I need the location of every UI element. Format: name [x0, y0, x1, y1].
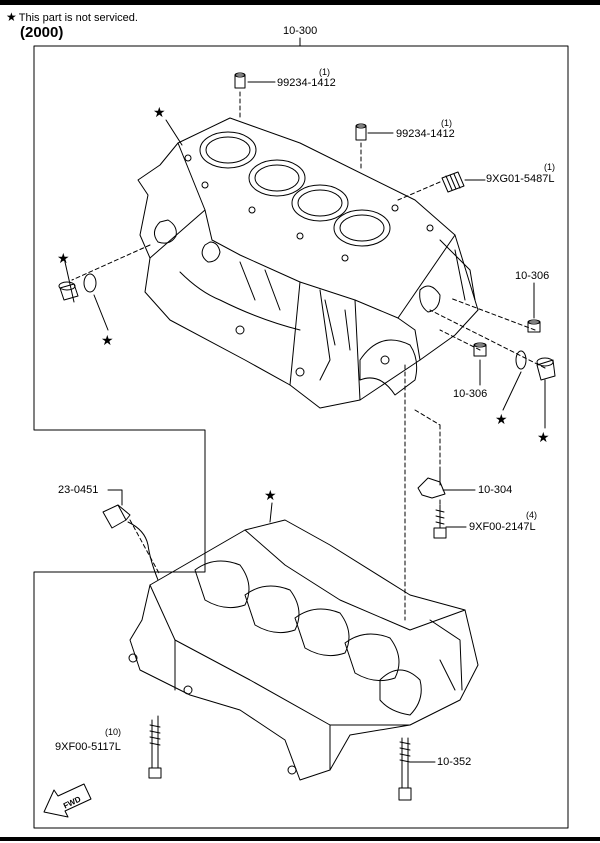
- label-nozzle: 10-304: [478, 484, 513, 496]
- note-text: This part is not serviced.: [18, 12, 138, 24]
- dowel-pin-lower: [355, 123, 367, 141]
- label-pin-lower: 99234-1412: [396, 128, 455, 140]
- dowel-pin-upper: [234, 72, 246, 89]
- diagram-code: (2000): [20, 24, 64, 41]
- qty-nozzle-bolt: (4): [526, 510, 537, 520]
- qty-plug: (1): [544, 162, 555, 172]
- qty-main-bolt: (10): [105, 727, 122, 737]
- bottom-rule: [0, 837, 600, 841]
- nozzle-bolt: [433, 504, 447, 539]
- plug-left: [58, 281, 79, 301]
- cylinder-block-lower: [128, 519, 479, 781]
- threaded-plug: [441, 171, 465, 193]
- plug-right: [536, 357, 556, 381]
- dowel-center-part: [473, 342, 487, 357]
- label-plug: 9XG01-5487L: [486, 173, 555, 185]
- label-nozzle-bolt: 9XF00-2147L: [469, 521, 536, 533]
- label-pin-upper: 99234-1412: [277, 77, 336, 89]
- cylinder-block-upper: [137, 117, 479, 409]
- star-icon: ★: [495, 412, 508, 428]
- star-icon: ★: [537, 430, 550, 446]
- qty-pin-lower: (1): [441, 118, 452, 128]
- star-icon: ★: [57, 251, 70, 267]
- top-rule: [0, 0, 600, 5]
- label-dowel-center: 10-306: [453, 388, 488, 400]
- star-icon: ★: [101, 333, 114, 349]
- crank-position-sensor: [102, 504, 159, 581]
- label-dowel-right: 10-306: [515, 270, 550, 282]
- qty-pin-upper: (1): [319, 67, 330, 77]
- not-serviced-note: ★This part is not serviced.: [6, 10, 138, 25]
- label-assembly: 10-300: [283, 25, 318, 37]
- label-main-bolt: 9XF00-5117L: [55, 741, 121, 753]
- star-icon: ★: [264, 488, 277, 504]
- seal-ring-right: [515, 350, 527, 370]
- label-sensor: 23-0451: [58, 484, 99, 496]
- block-bolt-right: [398, 737, 412, 801]
- star-icon: ★: [153, 105, 166, 121]
- label-bolt-right: 10-352: [437, 756, 472, 768]
- seal-ring-left: [83, 273, 97, 293]
- alignment-dashes: [71, 91, 546, 621]
- assembly-frame: [33, 45, 569, 829]
- leader-lines: [64, 81, 546, 763]
- fwd-arrow-icon: [43, 783, 92, 818]
- main-bearing-bolt: [148, 719, 162, 779]
- oil-jet-nozzle: [417, 469, 446, 499]
- dowel-right-part: [527, 319, 541, 333]
- star-icon: ★: [6, 10, 17, 24]
